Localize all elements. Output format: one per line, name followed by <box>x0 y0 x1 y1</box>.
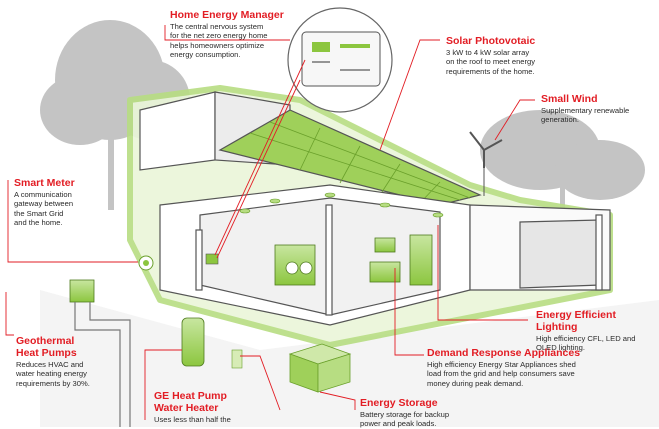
callout-description: High efficiency Energy Star Appliances s… <box>427 360 576 388</box>
callout-title: Demand Response Appliances <box>427 347 581 359</box>
callout-ge-heat-pump-water-heater: GE Heat Pump Water Heater Uses less than… <box>154 390 264 424</box>
callout-description: The central nervous system for the net z… <box>170 22 268 60</box>
callout-energy-efficient-lighting: Energy Efficient Lighting High efficienc… <box>536 309 658 353</box>
callout-smart-meter: Smart Meter A communication gateway betw… <box>14 177 104 228</box>
callout-description: Battery storage for backup power and pea… <box>360 410 450 429</box>
callout-energy-storage: Energy Storage Battery storage for backu… <box>360 397 500 429</box>
callout-title: Energy Storage <box>360 397 438 409</box>
callout-solar-photovoltaic: Solar Photovotaic 3 kW to 4 kW solar arr… <box>446 35 576 76</box>
wind-turbine <box>469 131 503 196</box>
callout-small-wind: Small Wind Supplementary renewable gener… <box>541 93 651 125</box>
callout-title: GE Heat Pump Water Heater <box>154 390 227 414</box>
callout-title: Small Wind <box>541 93 598 105</box>
callout-geothermal-heat-pumps: Geothermal Heat Pumps Reduces HVAC and w… <box>16 335 111 388</box>
water-heater <box>181 317 243 369</box>
callout-title: Energy Efficient Lighting <box>536 309 616 333</box>
callout-description: 3 kW to 4 kW solar array on the roof to … <box>446 48 536 76</box>
appliances <box>274 234 433 286</box>
callout-description: Uses less than half the <box>154 415 231 424</box>
callout-title: Home Energy Manager <box>170 9 284 21</box>
callout-home-energy-manager: Home Energy Manager The central nervous … <box>170 9 300 60</box>
battery-storage <box>288 343 352 393</box>
callout-title: Solar Photovotaic <box>446 35 536 47</box>
ceiling-lights <box>239 192 444 218</box>
geothermal-unit <box>69 279 131 427</box>
callout-title: Geothermal Heat Pumps <box>16 335 77 359</box>
callout-leader-lines <box>5 25 535 420</box>
callout-title: Smart Meter <box>14 177 75 189</box>
callout-description: A communication gateway between the Smar… <box>14 190 74 228</box>
smart-meter-device <box>138 255 154 271</box>
callout-description: Supplementary renewable generation. <box>541 106 630 125</box>
callout-description: High efficiency CFL, LED and OLED lighti… <box>536 334 636 353</box>
energy-manager-display <box>205 7 393 265</box>
callout-description: Reduces HVAC and water heating energy re… <box>16 360 90 388</box>
callout-demand-response-appliances: Demand Response Appliances High efficien… <box>427 347 627 388</box>
